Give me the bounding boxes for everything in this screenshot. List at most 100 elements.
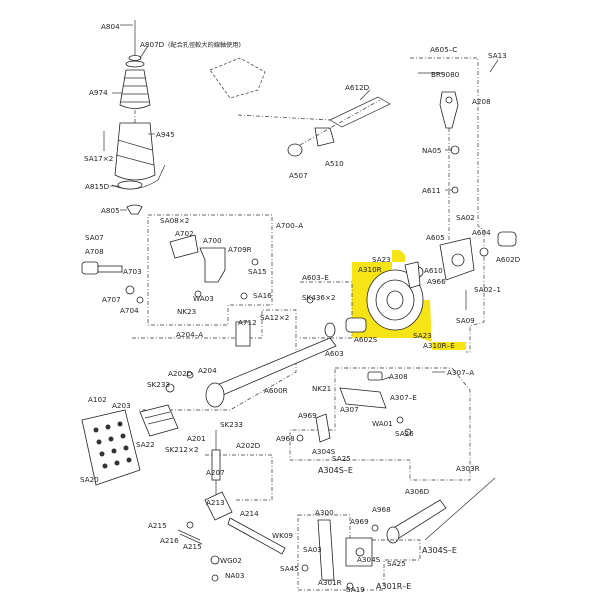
label-nk23: NK23 [177,307,196,316]
label-a202d: A202D [168,369,193,378]
top-bracket-group [209,57,391,157]
a306d-shaft [386,477,496,544]
label-a815d: A815D [85,182,110,191]
label-a969-b: A969 [350,517,369,526]
a300-parts [301,519,379,590]
label-a968: A968 [276,434,295,443]
label-a301r: A301R [318,578,342,587]
a307-parts [296,371,412,443]
label-a306d: A306D [405,487,430,496]
label-a307a: A307–A [447,368,474,377]
label-a304s: A304S [312,447,336,456]
label-sa25: SA25 [332,454,351,463]
label-sk233-b: SK233 [220,420,243,429]
label-a968-b: A968 [372,505,391,514]
label-sa02: SA02 [456,213,475,222]
label-a308: A308 [389,372,408,381]
label-a709r: A709R [228,245,252,254]
label-a216: A216 [160,536,179,545]
label-a204: A204 [198,366,217,375]
label-sk233-a: SK233 [147,380,170,389]
label-a301re: A301R–E [376,582,411,591]
label-a805: A805 [101,206,120,215]
spool-stand-group [103,20,166,215]
label-sa23-top: SA23 [372,255,391,264]
leader-lines [110,24,499,381]
label-a704: A704 [120,306,139,315]
label-wa03: WA03 [193,294,214,303]
label-a201: A201 [187,434,206,443]
label-sa13: SA13 [488,51,507,60]
label-a603e: A603–E [302,273,329,282]
label-a702: A702 [175,229,194,238]
label-a604: A604 [472,228,491,237]
label-a605c: A605–C [430,45,457,54]
a700-group-box [147,214,273,326]
label-a310r-e: A310R–E [423,341,455,350]
label-a966: A966 [427,277,446,286]
label-a204e: A204–A [176,330,203,339]
label-sa26: SA26 [395,429,414,438]
label-a612d: A612D [345,83,370,92]
label-a307: A307 [340,405,359,414]
label-a303r: A303R [456,464,480,473]
label-a602s: A602S [354,335,378,344]
label-sa22: SA22 [136,440,155,449]
label-sa09: SA09 [456,316,475,325]
label-a300: A300 [315,508,334,517]
label-sa23-bottom: SA23 [413,331,432,340]
label-a304s-b: A304S [357,555,381,564]
label-br9080: BR9080 [431,70,460,79]
label-sa17x2: SA17×2 [84,154,113,163]
a300-group-box [297,514,421,591]
label-a307e: A307–E [390,393,417,402]
label-a510: A510 [325,159,344,168]
label-a215-b: A215 [183,542,202,551]
label-sa16: SA16 [253,291,272,300]
a605-parts [412,91,517,310]
label-wg02: WG02 [220,556,242,565]
a310r-cam [366,261,424,331]
label-a213: A213 [206,498,225,507]
label-sk436x2: SK436×2 [302,293,336,302]
label-na05: NA05 [422,146,441,155]
label-a610: A610 [424,266,443,275]
label-a605: A605 [426,233,445,242]
label-a203: A203 [112,401,131,410]
label-a611: A611 [422,186,441,195]
label-sa25-b: SA25 [387,559,406,568]
label-sa02-1: SA02–1 [474,285,501,294]
label-sa20: SA20 [80,475,99,484]
label-a712: A712 [238,318,257,327]
label-a208: A208 [472,97,491,106]
label-a700a: A700–A [276,221,303,230]
label-wa01: WA01 [372,419,393,428]
label-a215: A215 [148,521,167,530]
label-a102: A102 [88,395,107,404]
chinese-note: (配合孔徑較大的線軸使用) [168,41,241,49]
label-sa45: SA45 [280,564,299,573]
label-a974: A974 [89,88,108,97]
label-a707: A707 [102,295,121,304]
label-a600r: A600R [264,386,288,395]
a204-group-box [132,309,297,411]
label-a602d: A602D [496,255,521,264]
label-wk09: WK09 [272,531,293,540]
label-sa07: SA07 [85,233,104,242]
label-a214: A214 [240,509,259,518]
foot-pedal [81,404,179,486]
a307-group-box [289,367,471,481]
label-sa19: SA19 [346,585,365,594]
label-a703: A703 [123,267,142,276]
label-a207: A207 [206,468,225,477]
label-sa12x2: SA12×2 [260,313,289,322]
label-a202d-b: A202D [236,441,261,450]
label-a304se: A304S–E [318,466,353,475]
label-nk21: NK21 [312,384,331,393]
a204-shaft [165,321,337,408]
label-a969: A969 [298,411,317,420]
label-a945: A945 [156,130,175,139]
label-a310r: A310R [358,265,382,274]
label-sk212x2: SK212×2 [165,445,199,454]
